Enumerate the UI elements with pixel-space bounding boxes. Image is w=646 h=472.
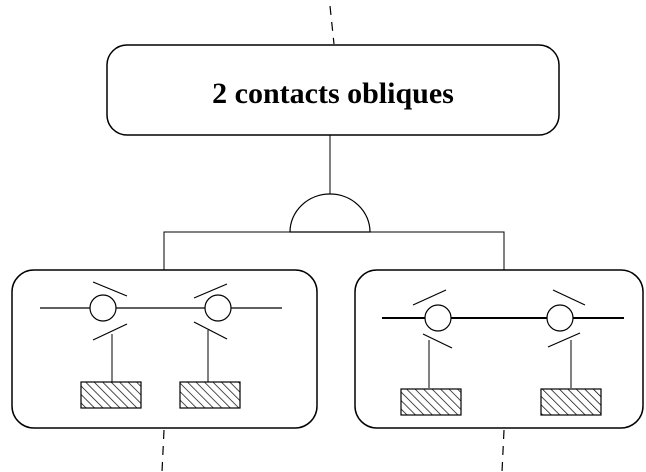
top-event-label: 2 contacts obliques — [212, 77, 454, 110]
right-contact-2 — [540, 289, 602, 416]
left-contact-2 — [179, 283, 241, 409]
right-bottom-connector-dashed — [501, 429, 505, 472]
left-ground-block-2 — [179, 381, 241, 409]
right-contact-1 — [400, 289, 462, 416]
right-ground-block-1 — [400, 388, 462, 416]
right-ground-block-2 — [540, 388, 602, 416]
right-subsystem-box[interactable] — [354, 269, 644, 429]
left-contact-1 — [80, 281, 142, 409]
top-connector-dashed — [329, 5, 335, 45]
top-event-node[interactable]: 2 contacts obliques — [106, 44, 560, 136]
left-subsystem-box[interactable] — [11, 269, 318, 429]
left-ground-block-1 — [80, 381, 142, 409]
left-bottom-connector-dashed — [161, 429, 165, 472]
gate-branches — [163, 231, 505, 270]
and-gate — [289, 193, 371, 233]
